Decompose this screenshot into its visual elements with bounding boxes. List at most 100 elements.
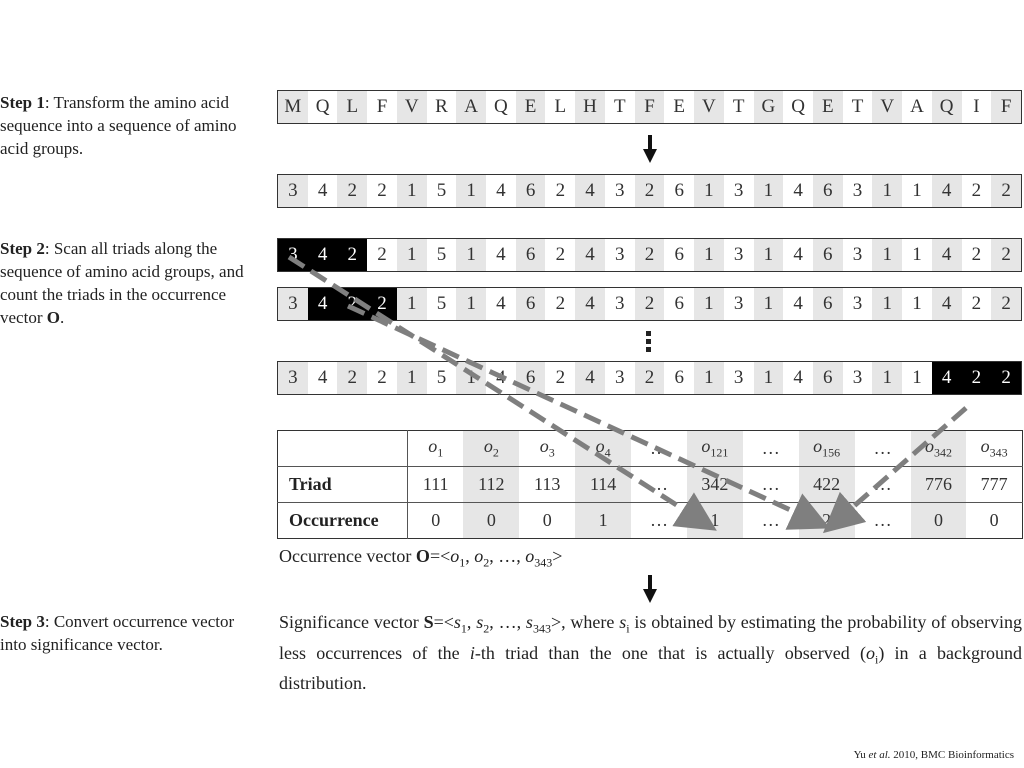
caption-close: > bbox=[552, 546, 563, 566]
step2-vector-symbol: O bbox=[46, 308, 60, 327]
sequence-cell: 2 bbox=[991, 288, 1021, 320]
header-cell: o342 bbox=[910, 430, 967, 467]
sequence-cell: 4 bbox=[931, 239, 962, 271]
sequence-cell: 1 bbox=[694, 288, 724, 320]
caption-o1-sub: 1 bbox=[459, 555, 466, 570]
occurrence-cell: … bbox=[650, 510, 668, 530]
caption-dots: … bbox=[498, 546, 517, 566]
sequence-cell: 4 bbox=[496, 367, 506, 388]
sequence-cell: 2 bbox=[377, 180, 387, 201]
sequence-cell: 3 bbox=[733, 244, 744, 265]
sig-oi: o bbox=[865, 642, 875, 663]
sequence-cell: 3 bbox=[278, 288, 308, 320]
sequence-cell: Q bbox=[931, 91, 962, 123]
sequence-cell: R bbox=[435, 96, 448, 117]
step2-text: Step 2: Scan all triads along the sequen… bbox=[0, 237, 258, 329]
sig-prefix: Significance vector bbox=[279, 612, 424, 632]
sig-eq: =< bbox=[433, 612, 454, 632]
occurrence-cell: 2 bbox=[798, 502, 855, 539]
sequence-cell: 4 bbox=[793, 180, 803, 201]
sequence-cell: 1 bbox=[396, 362, 427, 394]
sig-t1: , where bbox=[561, 612, 620, 632]
sequence-cell: T bbox=[732, 96, 745, 117]
step1-label: Step 1 bbox=[0, 93, 45, 112]
sequence-cell: 4 bbox=[575, 175, 605, 207]
sig-t3: -th triad than the one that is actually … bbox=[474, 642, 866, 663]
caption-o343-sub: 343 bbox=[534, 555, 553, 570]
down-arrow-icon bbox=[643, 575, 657, 603]
sequence-cell: 2 bbox=[971, 180, 982, 201]
occurrence-cell: 0 bbox=[431, 510, 441, 530]
sig-s1-sub: 1 bbox=[460, 621, 467, 636]
triad-cell: 342 bbox=[686, 466, 743, 503]
sequence-cell: 5 bbox=[436, 367, 447, 388]
sequence-cell: 2 bbox=[961, 362, 992, 394]
caption-o1: o bbox=[450, 546, 460, 566]
sequence-cell: 1 bbox=[694, 362, 724, 394]
sequence-cell: 4 bbox=[575, 362, 605, 394]
sequence-cell: I bbox=[973, 96, 980, 117]
sequence-cell: Q bbox=[791, 96, 805, 117]
sequence-cell: 4 bbox=[793, 293, 803, 314]
step3-description: : Convert occurrence vector into signifi… bbox=[0, 612, 235, 654]
step1-text: Step 1: Transform the amino acid sequenc… bbox=[0, 91, 250, 160]
sig-t4: ) in a background distribution. bbox=[279, 642, 1022, 694]
triad-row-label: Triad bbox=[277, 466, 408, 503]
sig-t2: is obtained by estimating the probabilit… bbox=[279, 612, 1023, 663]
sequence-cell: 1 bbox=[753, 175, 784, 207]
down-arrow-icon bbox=[643, 135, 657, 163]
sequence-cell: 2 bbox=[555, 293, 566, 314]
sig-s2-sub: 2 bbox=[483, 621, 490, 636]
triad-cell: … bbox=[631, 466, 687, 503]
occurrence-cell: 1 bbox=[575, 502, 632, 539]
sequence-cell: 4 bbox=[496, 293, 506, 314]
sequence-cell: 3 bbox=[733, 180, 744, 201]
step2-description: : Scan all triads along the sequence of … bbox=[0, 239, 244, 327]
sig-s1: s bbox=[453, 612, 461, 632]
occurrence-cell: 1 bbox=[686, 502, 743, 539]
sequence-cell: 6 bbox=[674, 244, 684, 265]
vertical-ellipsis bbox=[645, 331, 653, 355]
step2-label: Step 2 bbox=[0, 239, 45, 258]
sequence-cell: 4 bbox=[575, 288, 605, 320]
sequence-cell: 1 bbox=[396, 288, 427, 320]
sig-si: s bbox=[619, 612, 627, 632]
caption-o2-sub: 2 bbox=[483, 555, 490, 570]
sequence-cell: 2 bbox=[991, 175, 1021, 207]
sequence-cell: 6 bbox=[812, 239, 843, 271]
sequence-cell: F bbox=[991, 91, 1021, 123]
caption-prefix: Occurrence vector bbox=[279, 546, 416, 566]
credit-author: Yu bbox=[853, 749, 869, 761]
sequence-cell: 1 bbox=[694, 175, 724, 207]
sequence-cell: 1 bbox=[872, 288, 903, 320]
sequence-cell: 5 bbox=[436, 244, 447, 265]
header-cell: o4 bbox=[575, 430, 632, 467]
sequence-cell: 2 bbox=[555, 180, 566, 201]
sequence-cell: 2 bbox=[377, 244, 387, 265]
sequence-cell: 4 bbox=[496, 244, 506, 265]
sequence-cell: 1 bbox=[912, 180, 922, 201]
occurrence-vector-caption: Occurrence vector O=<o1, o2, …, o343> bbox=[279, 546, 563, 570]
sequence-cell: 1 bbox=[456, 362, 487, 394]
triad-cell: 113 bbox=[519, 466, 576, 503]
sequence-cell: 3 bbox=[278, 175, 308, 207]
sequence-cell: 3 bbox=[852, 293, 863, 314]
sequence-cell: 2 bbox=[634, 288, 665, 320]
sequence-cell: 4 bbox=[307, 288, 338, 320]
sequence-cell: 4 bbox=[317, 367, 328, 388]
sequence-cell: A bbox=[456, 91, 487, 123]
occurrence-cell: 0 bbox=[989, 510, 999, 530]
sequence-cell: 2 bbox=[991, 362, 1021, 394]
header-cell: o156 bbox=[798, 430, 855, 467]
sig-oi-sub: i bbox=[874, 652, 879, 667]
sequence-cell: 1 bbox=[872, 239, 903, 271]
sig-ith: i bbox=[469, 642, 475, 663]
header-cell: o1 bbox=[407, 430, 464, 467]
sequence-cell: F bbox=[376, 96, 388, 117]
sequence-cell: 4 bbox=[575, 239, 605, 271]
sequence-cell: E bbox=[515, 91, 546, 123]
occurrence-cell: … bbox=[873, 510, 892, 530]
